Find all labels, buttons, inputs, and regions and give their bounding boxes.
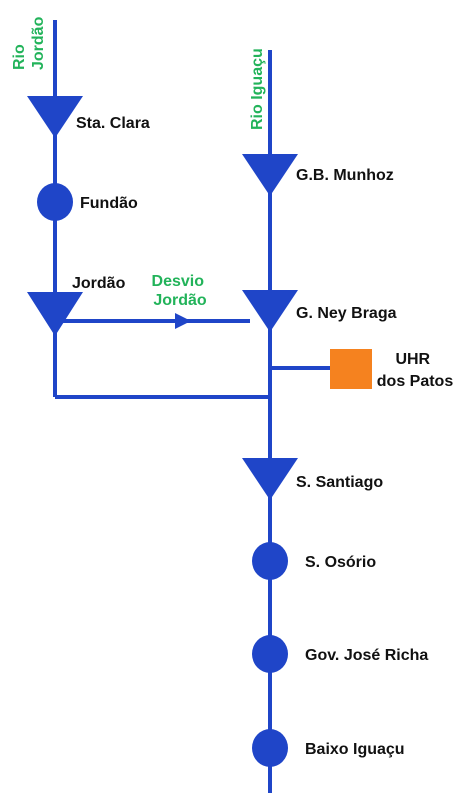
gov-jose-richa-label: Gov. José Richa	[305, 647, 428, 664]
sta-clara-triangle-icon	[27, 96, 83, 138]
s-osorio-circle-icon	[252, 542, 288, 580]
rio-jordao-label: Rio Jordão	[11, 16, 47, 70]
rio-jordao-line-2: Jordão	[30, 16, 47, 70]
s-santiago-triangle-icon	[242, 458, 298, 500]
gb-munhoz-triangle-icon	[242, 154, 298, 196]
s-santiago-label: S. Santiago	[296, 474, 383, 491]
desvio-line-1: Desvio	[152, 273, 205, 290]
g-ney-braga-triangle-icon	[242, 290, 298, 332]
desvio-line-2: Jordão	[153, 292, 207, 309]
g-ney-braga-label: G. Ney Braga	[296, 305, 397, 322]
fundao-circle-icon	[37, 183, 73, 221]
gb-munhoz-label: G.B. Munhoz	[296, 167, 394, 184]
rio-jordao-line-1: Rio	[11, 44, 28, 70]
uhr-line-2: dos Patos	[377, 373, 454, 390]
uhr-dos-patos-square-icon	[330, 349, 372, 389]
sta-clara-label: Sta. Clara	[76, 115, 150, 132]
uhr-dos-patos-label: UHR dos Patos	[377, 351, 454, 390]
desvio-jordao-label: Desvio Jordão	[152, 273, 209, 309]
jordao-triangle-icon	[27, 292, 83, 336]
gov-jose-richa-circle-icon	[252, 635, 288, 673]
fundao-label: Fundão	[80, 195, 138, 212]
rio-iguacu-label: Rio Iguaçu	[249, 48, 266, 130]
baixo-iguacu-circle-icon	[252, 729, 288, 767]
desvio-arrow-icon	[175, 313, 191, 329]
baixo-iguacu-label: Baixo Iguaçu	[305, 741, 405, 758]
jordao-label: Jordão	[72, 275, 126, 292]
s-osorio-label: S. Osório	[305, 554, 376, 571]
flow-lines	[53, 20, 330, 793]
uhr-line-1: UHR	[395, 351, 430, 368]
